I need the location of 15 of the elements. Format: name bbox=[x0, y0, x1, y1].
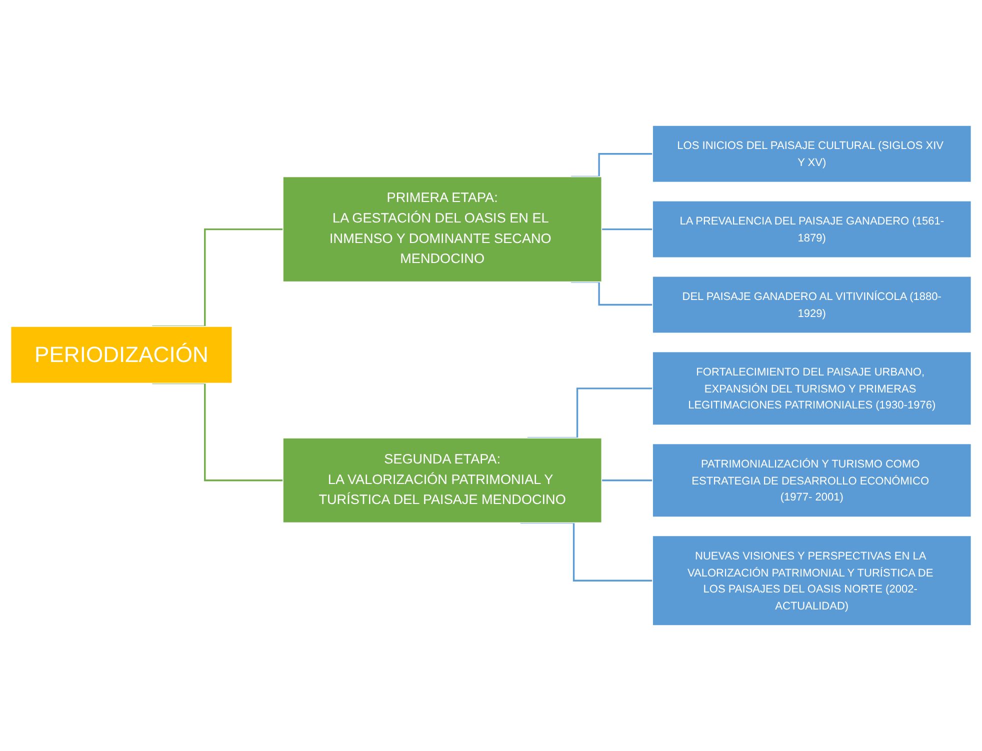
connector bbox=[602, 228, 653, 230]
node-box: FORTALECIMIENTO DEL PAISAJE URBANO, EXPANSIÓN DEL TURISMO Y PRIMERAS LEGITIMACIONES PATRIMONIALES (1930-1976) bbox=[652, 351, 972, 426]
connector bbox=[520, 522, 653, 582]
node-box: SEGUNDA ETAPA: LA VALORIZACIÓN PATRIMONIAL Y TURÍSTICA DEL PAISAJE MENDOCINO bbox=[282, 438, 602, 524]
connector bbox=[152, 382, 283, 482]
node-box: PATRIMONIALIZACIÓN Y TURISMO COMO ESTRATEGIA DE DESARROLLO ECONÓMICO (1977- 2001) bbox=[652, 443, 972, 518]
node-box: LOS INICIOS DEL PAISAJE CULTURAL (SIGLOS XIV Y XV) bbox=[652, 125, 972, 183]
node-box: NUEVAS VISIONES Y PERSPECTIVAS EN LA VALORIZACIÓN PATRIMONIAL Y TURÍSTICA DE LOS PAISAJES DEL OASIS NORTE (2002- ACTUALIDAD) bbox=[652, 535, 972, 626]
node-box: DEL PAISAJE GANADERO AL VITIVINÍCOLA (1880-1929) bbox=[652, 276, 972, 334]
connector bbox=[602, 480, 653, 482]
connector bbox=[571, 153, 653, 178]
node-box: PRIMERA ETAPA: LA GESTACIÓN DEL OASIS EN EL INMENSO Y DOMINANTE SECANO MENDOCINO bbox=[282, 176, 602, 282]
node-box: PERIODIZACIÓN bbox=[10, 326, 233, 384]
node-box: LA PREVALENCIA DEL PAISAJE GANADERO (1561-1879) bbox=[652, 200, 972, 258]
connector bbox=[527, 388, 653, 439]
